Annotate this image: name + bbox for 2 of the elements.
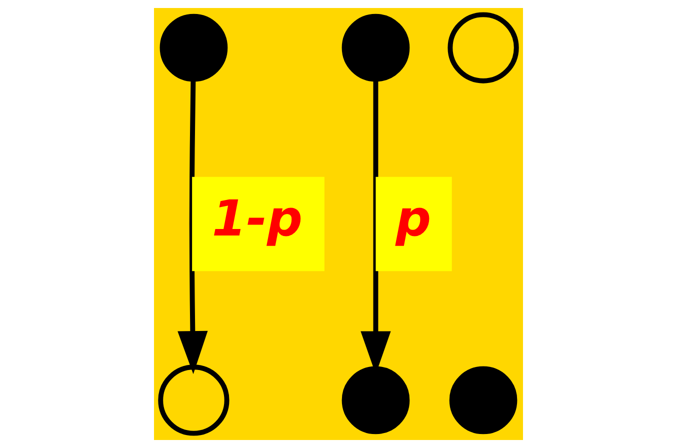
edge-label: 1-p — [212, 190, 303, 248]
edge-label: p — [396, 190, 432, 248]
